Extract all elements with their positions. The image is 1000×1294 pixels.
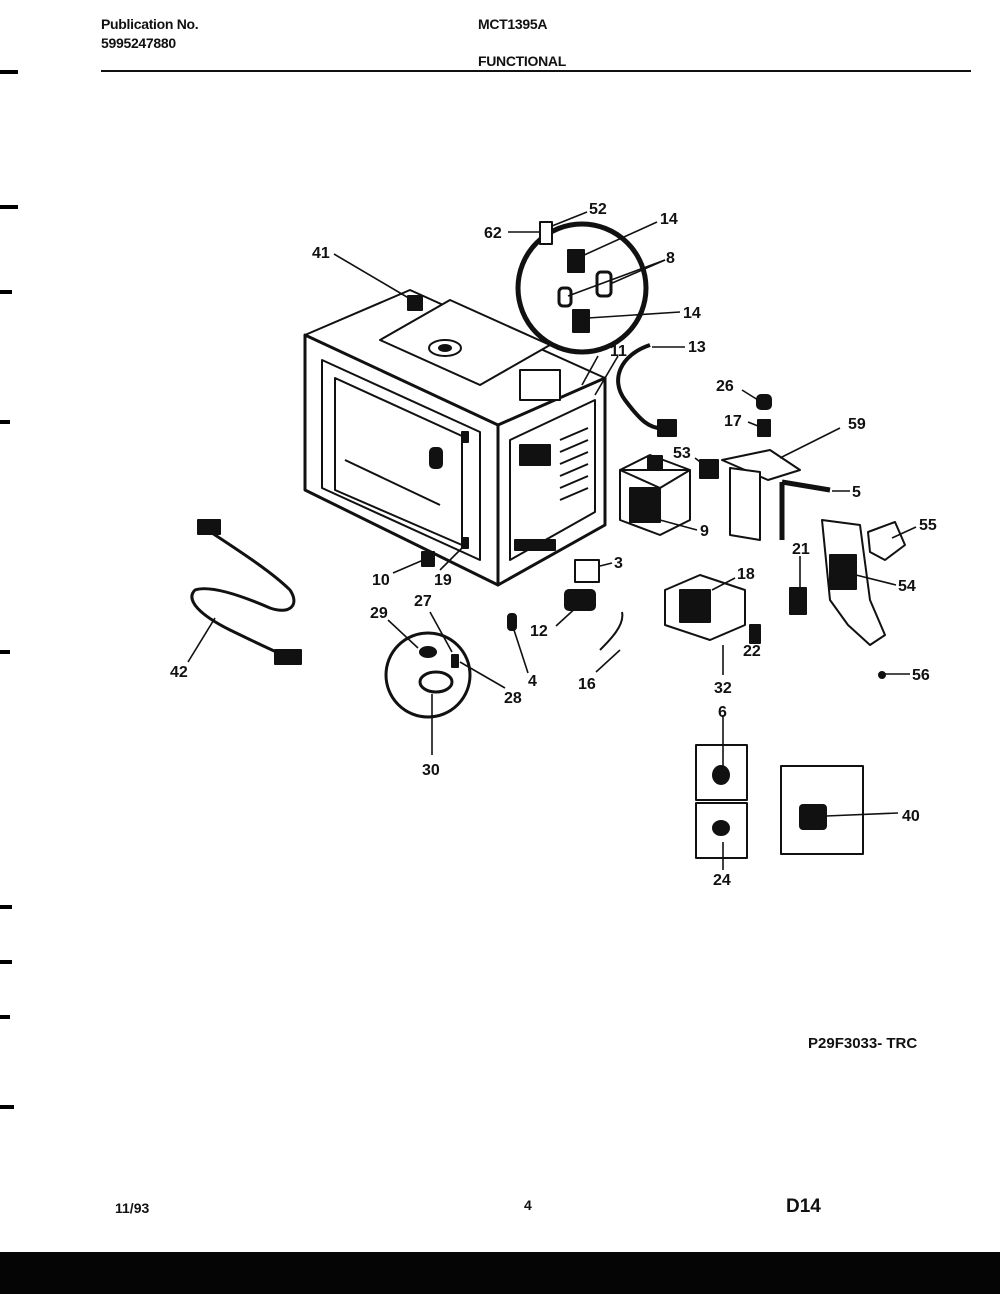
callout-40: 40 (902, 808, 920, 825)
transformer-18 (664, 574, 746, 641)
callout-16: 16 (578, 676, 596, 693)
callout-41: 41 (312, 245, 330, 262)
interlock-switch-parts (539, 221, 613, 333)
footer-page-number: 4 (524, 1197, 532, 1213)
callout-17: 17 (724, 413, 742, 430)
publication-number: 5995247880 (101, 35, 176, 51)
callout-18: 18 (737, 566, 755, 583)
callout-6: 6 (718, 704, 727, 721)
callout-54: 54 (898, 578, 916, 595)
callout-21: 21 (792, 541, 810, 558)
wire-16 (599, 611, 624, 651)
callout-labels: 41 62 52 14 8 14 11 13 26 17 59 53 5 9 5… (170, 201, 937, 889)
scan-left-edge (0, 0, 42, 1294)
callout-14-bottom: 14 (683, 305, 701, 322)
callout-22: 22 (743, 643, 761, 660)
callout-29: 29 (370, 605, 388, 622)
callout-27: 27 (414, 593, 432, 610)
callout-19: 19 (434, 572, 452, 589)
callout-13: 13 (688, 339, 706, 356)
callout-32: 32 (714, 680, 732, 697)
drawing-code: P29F3033- TRC (808, 1035, 917, 1052)
callout-11: 11 (610, 343, 627, 360)
footer-page-code: D14 (786, 1196, 821, 1217)
callout-52: 52 (589, 201, 607, 218)
footer-date: 11/93 (115, 1200, 150, 1216)
callout-62: 62 (484, 225, 502, 242)
callout-56: 56 (912, 667, 930, 684)
callout-10: 10 (372, 572, 390, 589)
switch-12 (564, 559, 600, 611)
callout-24: 24 (713, 872, 731, 889)
callout-55: 55 (919, 517, 937, 534)
detail-circle-interlock (515, 221, 649, 355)
leader-lines (187, 211, 917, 870)
header-rule (101, 70, 971, 72)
callout-9: 9 (700, 523, 709, 540)
bracket-59 (721, 449, 831, 541)
callout-59: 59 (848, 416, 866, 433)
fan-bracket-54 (821, 519, 906, 646)
publication-label: Publication No. (101, 16, 199, 32)
heating-element-42 (190, 519, 302, 665)
callout-14-top: 14 (660, 211, 678, 228)
cabinet-drawing (303, 289, 607, 587)
callout-12: 12 (530, 623, 548, 640)
model-number: MCT1395A (478, 16, 548, 32)
callout-8: 8 (666, 250, 675, 267)
callout-42: 42 (170, 664, 188, 681)
callout-28: 28 (504, 690, 522, 707)
callout-30: 30 (422, 762, 440, 779)
callout-3: 3 (614, 555, 623, 572)
section-title: FUNCTIONAL (478, 53, 566, 69)
magnetron-9 (619, 454, 691, 536)
callout-26: 26 (716, 378, 734, 395)
power-cord-13 (616, 343, 666, 431)
callout-4: 4 (528, 673, 537, 690)
callout-53: 53 (673, 445, 691, 462)
callout-5: 5 (852, 484, 861, 501)
scan-bottom-band (0, 1252, 1000, 1294)
part-box-6 (695, 744, 748, 801)
